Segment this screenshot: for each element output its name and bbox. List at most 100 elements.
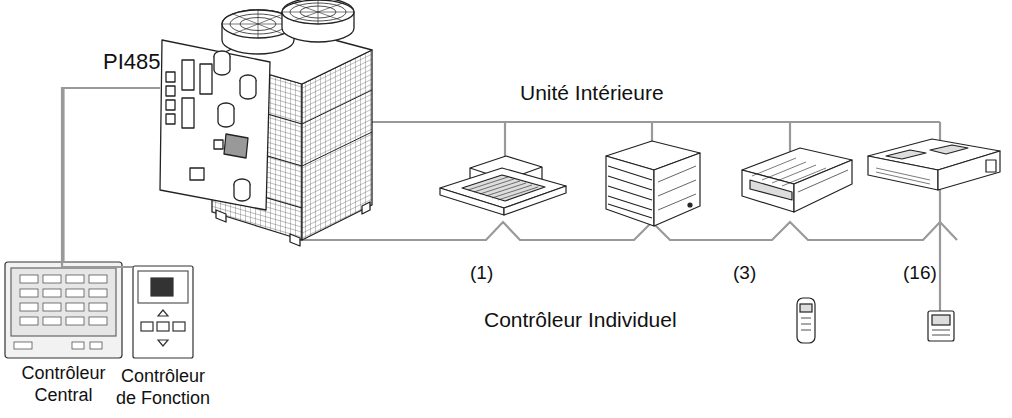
refrigerant-pipe: [939, 122, 941, 142]
board-label: PI485: [103, 49, 193, 75]
unit-caption: Unité Intérieure: [520, 80, 664, 105]
function-controller: [141, 322, 153, 331]
duct-unit: [938, 151, 1000, 190]
cassette-unit: [462, 175, 545, 201]
central-controller: [5, 262, 122, 358]
pi485-board: [182, 98, 194, 128]
outdoor-unit: [216, 210, 226, 222]
central-controller: [66, 303, 84, 311]
wired-remote: [932, 315, 950, 325]
function-controller: [151, 278, 173, 296]
central-controller: [14, 342, 32, 349]
central-controller: [5, 262, 122, 358]
duct-unit: [868, 139, 1000, 190]
communication-wire: [64, 88, 161, 262]
central-controller: [72, 342, 84, 349]
outdoor-unit: [362, 202, 370, 214]
central-controller: [14, 275, 107, 349]
duct-unit: [930, 145, 968, 154]
cassette-unit: [440, 156, 566, 215]
central-controller: [20, 289, 38, 297]
indoor-unit: [742, 148, 852, 212]
communication-line: [939, 188, 941, 312]
central-controller: [89, 275, 107, 283]
pi485-board: [182, 60, 194, 90]
indoor-unit: [654, 153, 700, 226]
unit-count: (3): [733, 262, 756, 285]
wired-remote: [932, 330, 950, 335]
central-controller: [43, 289, 61, 297]
function-controller: [133, 266, 193, 358]
refrigerant-pipe: [504, 122, 506, 160]
pi485-board: [160, 40, 270, 210]
wired-remote: [928, 311, 954, 341]
central-controller: [20, 275, 38, 283]
circuit-board: PI485: [160, 22, 272, 212]
duct-unit: [868, 156, 938, 190]
pi485-board: [166, 72, 175, 82]
outdoor-unit: [282, 0, 354, 24]
central-controller: [43, 317, 61, 325]
pi485-board: [200, 64, 212, 94]
central-controller: [90, 342, 102, 349]
pi485-board: [214, 140, 223, 149]
indoor-unit: [688, 203, 692, 207]
wired-remote: [928, 311, 954, 341]
function-controller: [157, 322, 169, 331]
indoor-unit: [798, 170, 848, 192]
function-controller: [173, 322, 185, 331]
function-controller: Contrôleur de Fonction: [133, 266, 193, 358]
pi485-board: [166, 100, 175, 110]
pi485-board: [160, 40, 270, 210]
pi485-board: [190, 168, 204, 180]
communication-line: [298, 222, 957, 240]
wireless-remote: [800, 304, 812, 312]
unit-count: (16): [903, 262, 937, 285]
indoor-unit: [606, 156, 654, 226]
central-controller: [89, 317, 107, 325]
function-controller: [158, 310, 168, 316]
refrigerant-pipe: [372, 121, 940, 123]
outdoor-unit: [302, 90, 372, 166]
indoor-unit: [606, 141, 700, 226]
pi485-board: [166, 86, 175, 96]
function-controller: [133, 266, 193, 358]
pi485-board: [234, 184, 250, 201]
indoor-unit: [608, 166, 652, 218]
cassette-unit: [468, 177, 538, 200]
pi485-board: [240, 80, 256, 99]
central-controller: [89, 289, 107, 297]
outdoor-unit: [282, 0, 354, 24]
central-controller: [89, 303, 107, 311]
central-controller: [66, 289, 84, 297]
communication-wire: [62, 88, 160, 267]
indoor-unit: [658, 166, 696, 210]
indoor-unit: [752, 158, 826, 186]
unit-count: (1): [470, 262, 493, 285]
wireless-remote: [801, 318, 811, 330]
duct-unit: [986, 160, 996, 172]
controller-caption: Contrôleur Individuel: [484, 307, 677, 332]
central-controller: [66, 275, 84, 283]
pi485-board: [224, 134, 248, 158]
pi485-board: [166, 114, 175, 124]
controller-caption: Contrôleur de Fonction: [113, 366, 213, 409]
central-controller: [20, 303, 38, 311]
pi485-board: [218, 108, 234, 127]
duct-unit: [876, 168, 930, 184]
central-controller: [43, 275, 61, 283]
central-controller: Contrôleur Central: [5, 262, 122, 358]
function-controller: [138, 271, 188, 303]
indoor-unit: [794, 160, 852, 212]
function-controller: [158, 340, 168, 346]
central-controller: [43, 303, 61, 311]
wireless-remote: [797, 298, 815, 343]
outdoor-unit: [282, 0, 354, 42]
refrigerant-pipe: [789, 122, 791, 152]
outdoor-unit: [290, 234, 300, 246]
controller-caption: Contrôleur Central: [0, 363, 128, 406]
pi485-board: [214, 56, 230, 75]
wireless-remote: [797, 298, 815, 343]
duct-unit: [886, 150, 926, 159]
